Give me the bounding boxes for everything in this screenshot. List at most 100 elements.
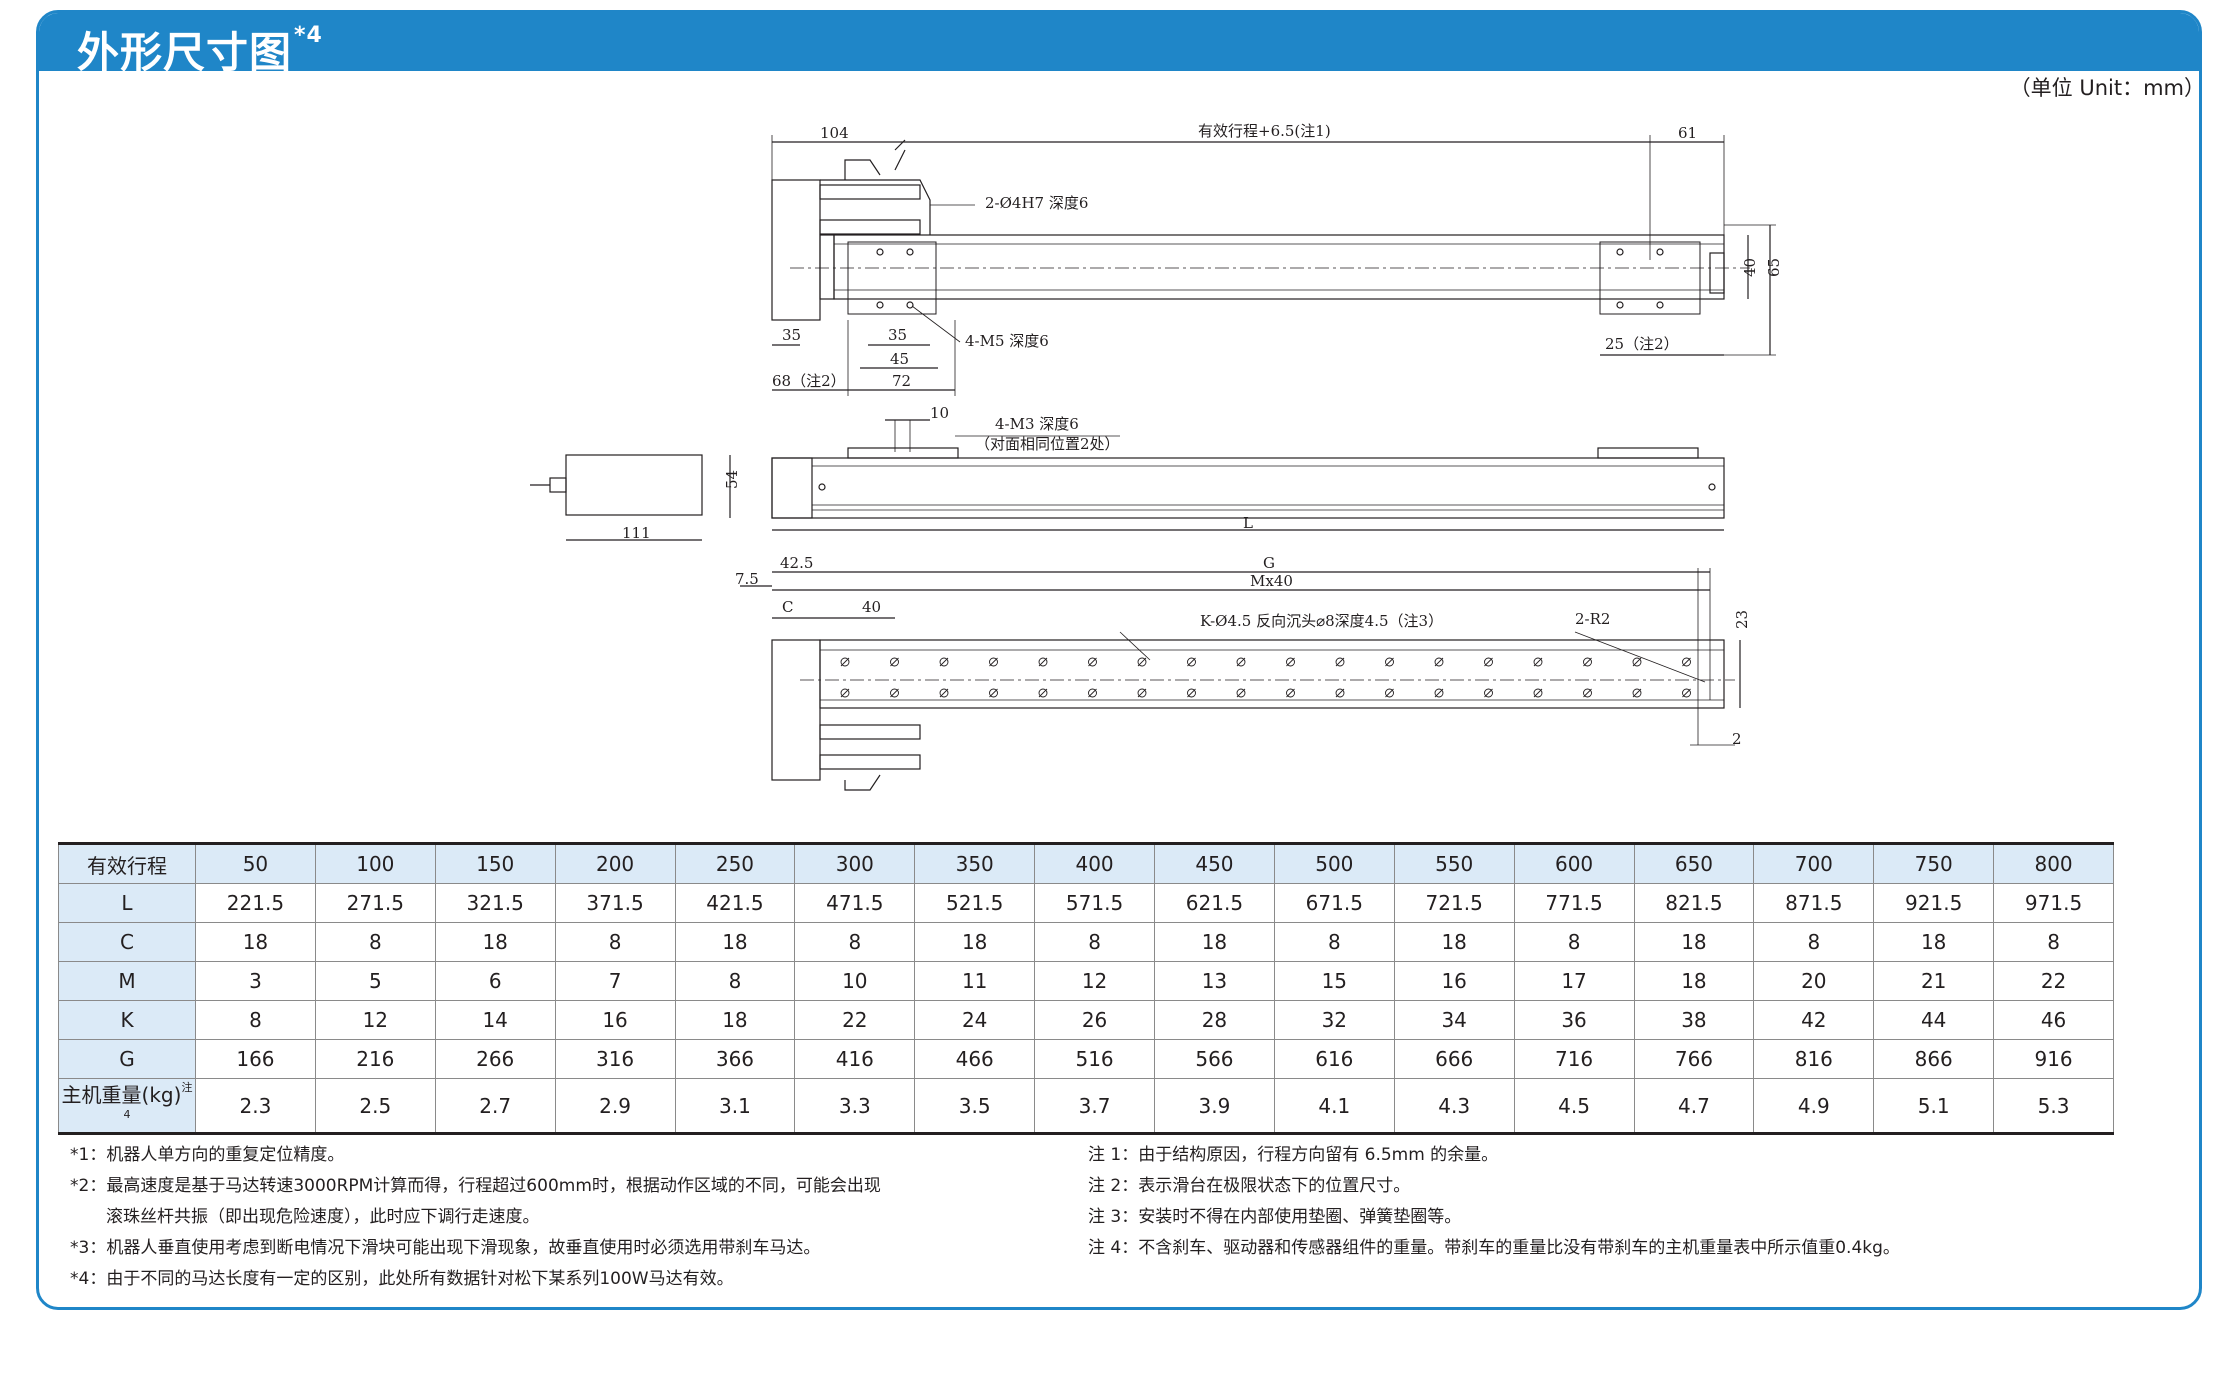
section-header: 外形尺寸图*4	[39, 13, 2199, 77]
table-cell: 10	[794, 961, 916, 1001]
dim-stroke-plus: 有效行程+6.5(注1)	[1198, 122, 1331, 140]
mount-hole-icon	[1335, 688, 1345, 698]
table-cell: 916	[1993, 1039, 2114, 1079]
mount-hole-mark	[1533, 688, 1543, 698]
table-cell: 2.3	[195, 1078, 316, 1135]
table-cell: 12	[1034, 961, 1155, 1001]
top-slider	[847, 241, 937, 315]
stroke-header-cell: 100	[314, 842, 436, 884]
mount-hole-mark	[1137, 688, 1147, 698]
mount-hole-icon	[989, 688, 998, 698]
table-cell: 46	[1993, 1000, 2114, 1040]
mount-hole-mark	[1682, 688, 1691, 698]
table-cell: 32	[1273, 1000, 1395, 1040]
table-cell: 821.5	[1633, 883, 1755, 923]
mount-hole-icon	[1682, 657, 1691, 667]
table-cell: 666	[1393, 1039, 1515, 1079]
table-cell: 26	[1034, 1000, 1155, 1040]
top-rail-body	[833, 234, 1725, 300]
mount-hole-mark	[1236, 657, 1246, 667]
row-label-text: 主机重量(kg)	[61, 1083, 182, 1107]
table-cell: 18	[434, 922, 556, 962]
top-coupling	[819, 234, 835, 300]
table-cell: 18	[1633, 922, 1755, 962]
table-cell: 5	[314, 961, 436, 1001]
mount-hole-mark	[1236, 688, 1246, 698]
mount-hole-icon	[1088, 657, 1097, 667]
table-cell: 616	[1273, 1039, 1395, 1079]
mount-hole-icon	[1434, 657, 1444, 667]
row-label: C	[58, 922, 196, 962]
mount-hole-mark	[1187, 657, 1196, 667]
mount-hole-mark	[1484, 657, 1493, 667]
table-cell: 18	[1154, 922, 1275, 962]
dim-23: 23	[1733, 610, 1751, 629]
dim-25: 25（注2）	[1605, 335, 1679, 353]
table-cell: 22	[1993, 961, 2114, 1001]
table-cell: 5.3	[1993, 1078, 2114, 1135]
table-cell: 771.5	[1513, 883, 1635, 923]
dim-G: G	[1263, 554, 1275, 572]
table-cell: 166	[195, 1039, 316, 1079]
top-motor-block	[771, 179, 821, 321]
mount-hole-icon	[1137, 688, 1147, 698]
stroke-header-cell: 300	[794, 842, 916, 884]
table-cell: 366	[674, 1039, 796, 1079]
table-cell: 12	[314, 1000, 436, 1040]
table-cell: 2.9	[554, 1078, 676, 1135]
mount-hole-icon	[1088, 688, 1097, 698]
stroke-header-cell: 750	[1873, 842, 1995, 884]
table-cell: 18	[195, 922, 316, 962]
table-cell: 4.1	[1273, 1078, 1395, 1135]
mount-hole-mark	[939, 657, 949, 667]
mount-hole-icon	[1434, 688, 1444, 698]
footnote-line: 滚珠丝杆共振（即出现危险速度），此时应下调行走速度。	[106, 1207, 540, 1227]
row-label-text: M	[118, 969, 136, 993]
mount-hole-mark	[840, 657, 850, 667]
table-cell: 471.5	[794, 883, 916, 923]
row-label: K	[58, 1000, 196, 1040]
table-cell: 3.7	[1034, 1078, 1155, 1135]
table-cell: 22	[794, 1000, 916, 1040]
dim-45: 45	[890, 350, 909, 368]
table-cell: 20	[1753, 961, 1875, 1001]
table-cell: 15	[1273, 961, 1395, 1001]
row-label-text: L	[121, 891, 133, 915]
dim-m3: 4-M3 深度6	[995, 415, 1079, 433]
table-cell: 321.5	[434, 883, 556, 923]
dim-m5: 4-M5 深度6	[965, 332, 1049, 350]
side-motor	[565, 454, 703, 516]
mount-hole-icon	[840, 657, 850, 667]
mount-hole-mark	[1434, 688, 1444, 698]
table-cell: 7	[554, 961, 676, 1001]
table-cell: 4.9	[1753, 1078, 1875, 1135]
unit-label: （单位 Unit：mm）	[2009, 76, 2205, 100]
table-cell: 8	[1034, 922, 1155, 962]
table-cell: 316	[554, 1039, 676, 1079]
mount-hole-mark	[1286, 657, 1295, 667]
mount-hole-icon	[1682, 688, 1691, 698]
table-cell: 671.5	[1273, 883, 1395, 923]
mount-hole-icon	[1533, 688, 1543, 698]
table-cell: 11	[914, 961, 1036, 1001]
dim-35-slider: 35	[888, 326, 907, 344]
mount-hole-mark	[1533, 657, 1543, 667]
table-cell: 371.5	[554, 883, 676, 923]
table-cell: 716	[1513, 1039, 1635, 1079]
dim-2: 2	[1732, 730, 1742, 748]
table-cell: 521.5	[914, 883, 1036, 923]
table-cell: 3.1	[674, 1078, 796, 1135]
table-cell: 816	[1753, 1039, 1875, 1079]
table-cell: 571.5	[1034, 883, 1155, 923]
table-cell: 8	[1513, 922, 1635, 962]
mount-hole-icon	[840, 688, 850, 698]
mount-hole-mark	[840, 688, 850, 698]
mount-hole-icon	[1632, 657, 1642, 667]
table-cell: 18	[1873, 922, 1995, 962]
table-cell: 8	[314, 922, 436, 962]
